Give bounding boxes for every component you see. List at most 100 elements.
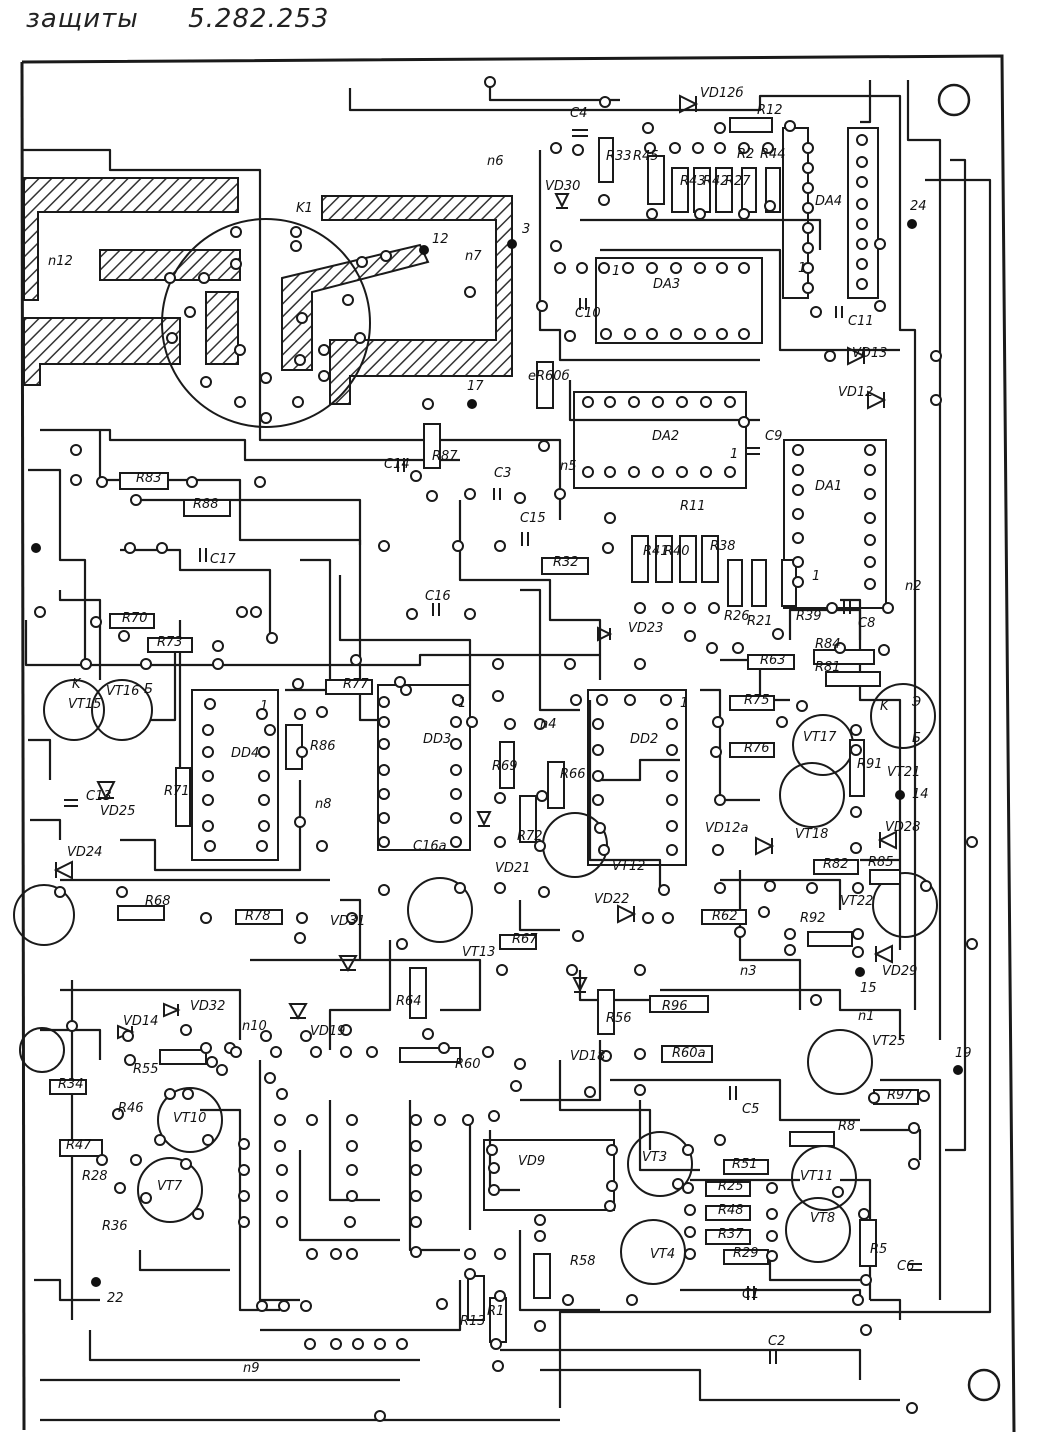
component-label: VT21 bbox=[887, 765, 920, 780]
vt3 bbox=[627, 1131, 693, 1197]
solder-pad bbox=[764, 880, 776, 892]
solder-pad bbox=[832, 1186, 844, 1198]
solder-pad bbox=[140, 658, 152, 670]
solder-pad bbox=[738, 142, 750, 154]
solder-pad bbox=[700, 396, 712, 408]
component-label: 14 bbox=[912, 787, 929, 802]
solder-pad bbox=[622, 262, 634, 274]
test-point-12 bbox=[419, 245, 429, 255]
component-label: VD12a bbox=[705, 821, 748, 836]
component-label: n12 bbox=[48, 254, 73, 269]
solder-pad bbox=[484, 76, 496, 88]
vt8 bbox=[785, 1197, 851, 1263]
solder-pad bbox=[346, 912, 358, 924]
solder-pad bbox=[634, 1048, 646, 1060]
solder-pad bbox=[202, 794, 214, 806]
solder-pad bbox=[536, 790, 548, 802]
solder-pad bbox=[852, 946, 864, 958]
solder-pad bbox=[488, 1184, 500, 1196]
component-label: R29 bbox=[733, 1246, 759, 1261]
test-point-19 bbox=[953, 1065, 963, 1075]
component-label: 1 bbox=[798, 261, 806, 276]
solder-pad bbox=[450, 764, 462, 776]
solder-pad bbox=[598, 262, 610, 274]
solder-pad bbox=[554, 488, 566, 500]
header-code: 5.282.253 bbox=[188, 4, 330, 34]
solder-pad bbox=[254, 476, 266, 488]
component-label: R97 bbox=[887, 1088, 913, 1103]
solder-pad bbox=[482, 1046, 494, 1058]
solder-pad bbox=[260, 1030, 272, 1042]
test-point-22 bbox=[91, 1277, 101, 1287]
solder-pad bbox=[238, 1164, 250, 1176]
component-label: C14 bbox=[384, 457, 410, 472]
component-label: R12 bbox=[757, 103, 783, 118]
test-point-15 bbox=[855, 967, 865, 977]
solder-pad bbox=[764, 200, 776, 212]
component-label: 12 bbox=[432, 232, 449, 247]
vt25 bbox=[807, 1029, 873, 1095]
solder-pad bbox=[772, 628, 784, 640]
component-label: R69 bbox=[492, 759, 518, 774]
solder-pad bbox=[646, 328, 658, 340]
component-label: R63 bbox=[760, 653, 786, 668]
solder-pad bbox=[682, 1144, 694, 1156]
solder-pad bbox=[692, 142, 704, 154]
solder-pad bbox=[602, 542, 614, 554]
solder-pad bbox=[810, 994, 822, 1006]
solder-pad bbox=[566, 964, 578, 976]
component-label: R13 bbox=[460, 1314, 486, 1329]
component-label: VD21 bbox=[495, 861, 530, 876]
solder-pad bbox=[592, 718, 604, 730]
solder-pad bbox=[410, 1164, 422, 1176]
solder-pad bbox=[410, 1140, 422, 1152]
component-label: n6 bbox=[487, 154, 504, 169]
solder-pad bbox=[164, 272, 176, 284]
solder-pad bbox=[594, 822, 606, 834]
solder-pad bbox=[826, 602, 838, 614]
solder-pad bbox=[738, 328, 750, 340]
solder-pad bbox=[238, 1190, 250, 1202]
solder-pad bbox=[810, 306, 822, 318]
solder-pad bbox=[300, 1300, 312, 1312]
ic-vd9 bbox=[483, 1139, 615, 1211]
component-label: n10 bbox=[242, 1019, 267, 1034]
solder-pad bbox=[494, 540, 506, 552]
ic-dd2 bbox=[587, 689, 687, 866]
solder-pad bbox=[488, 1162, 500, 1174]
solder-pad bbox=[856, 134, 868, 146]
solder-pad bbox=[258, 794, 270, 806]
solder-pad bbox=[488, 1110, 500, 1122]
solder-pad bbox=[450, 788, 462, 800]
solder-pad bbox=[792, 532, 804, 544]
solder-pad bbox=[260, 372, 272, 384]
solder-pad bbox=[966, 938, 978, 950]
solder-pad bbox=[452, 540, 464, 552]
solder-pad bbox=[356, 256, 368, 268]
component-label: 1 bbox=[812, 569, 820, 584]
test-point-left bbox=[31, 543, 41, 553]
solder-pad bbox=[266, 632, 278, 644]
solder-pad bbox=[716, 262, 728, 274]
component-label: VD22 bbox=[594, 892, 629, 907]
diode-footprints bbox=[53, 94, 897, 1040]
mounting-hole-bottom bbox=[967, 1368, 1001, 1402]
solder-pad bbox=[206, 1056, 218, 1068]
solder-pad bbox=[646, 208, 658, 220]
solder-pad bbox=[514, 1058, 526, 1070]
solder-pad bbox=[856, 238, 868, 250]
solder-pad bbox=[276, 1088, 288, 1100]
component-label: VT10 bbox=[173, 1111, 206, 1126]
component-label: C13 bbox=[86, 789, 112, 804]
solder-pad bbox=[626, 1294, 638, 1306]
component-label: 22 bbox=[107, 1291, 124, 1306]
solder-pad bbox=[422, 1028, 434, 1040]
solder-pad bbox=[486, 1144, 498, 1156]
component-label: VT4 bbox=[650, 1247, 675, 1262]
solder-pad bbox=[330, 1338, 342, 1350]
solder-pad bbox=[202, 820, 214, 832]
solder-pad bbox=[738, 208, 750, 220]
solder-pad bbox=[682, 1182, 694, 1194]
solder-pad bbox=[464, 608, 476, 620]
solder-pad bbox=[294, 708, 306, 720]
